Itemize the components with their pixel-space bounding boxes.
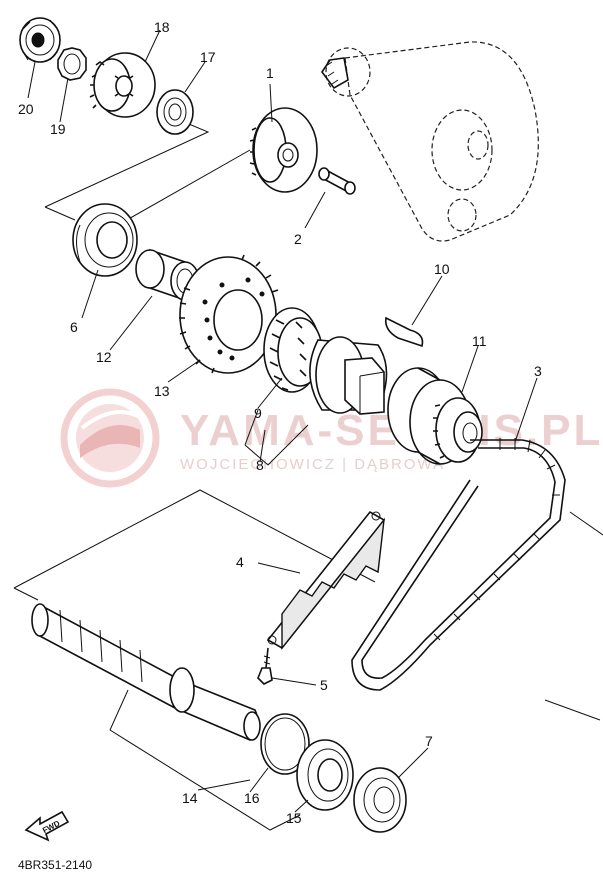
part-7-oil-seal: [353, 767, 407, 833]
label-part-16: 16: [244, 790, 260, 806]
part-3-drive-chain: [351, 438, 566, 691]
part-8-clutch-assembly: [309, 336, 388, 415]
label-part-5: 5: [320, 677, 328, 693]
part-14-main-shaft: [31, 603, 261, 741]
label-part-20: 20: [18, 101, 34, 117]
label-part-3: 3: [534, 363, 542, 379]
part-2-shaft-pin: [318, 167, 356, 195]
label-part-19: 19: [50, 121, 66, 137]
watermark-subtitle: WOJCIECHOWICZ | DĄBROWA: [180, 456, 445, 473]
part-6-bearing: [72, 203, 138, 277]
label-part-8: 8: [256, 457, 264, 473]
part-10-key: [384, 316, 424, 348]
part-13-sprocket: [179, 254, 279, 374]
label-part-1: 1: [266, 65, 274, 81]
part-5-bolt: [257, 647, 273, 685]
part-11-driven-gear: [387, 367, 483, 465]
part-16-o-ring: [260, 713, 310, 775]
watermark-logo: [60, 388, 160, 488]
label-part-4: 4: [236, 554, 244, 570]
drawing-code: 4BR351-2140: [18, 858, 92, 872]
label-part-14: 14: [182, 790, 198, 806]
starter-motor-reference: [321, 41, 539, 242]
label-part-17: 17: [200, 49, 216, 65]
label-part-12: 12: [96, 349, 112, 365]
label-part-13: 13: [154, 383, 170, 399]
label-part-15: 15: [286, 810, 302, 826]
label-part-7: 7: [425, 733, 433, 749]
forward-direction-arrow: FWD: [24, 810, 70, 842]
part-1-idler-gear: [249, 107, 318, 193]
label-part-2: 2: [294, 231, 302, 247]
label-part-10: 10: [434, 261, 450, 277]
part-19-lock-washer: [57, 47, 87, 81]
part-4-chain-guide: [266, 510, 386, 651]
callout-lines: [27, 29, 538, 813]
part-20-nut: [19, 17, 61, 63]
part-17-oil-seal: [156, 89, 194, 135]
part-number-labels: 1 2 3 4 5 6 7 8 9 10 11 12 13 14 15 16 1…: [18, 19, 542, 826]
label-part-9: 9: [254, 405, 262, 421]
part-15-bearing: [296, 739, 354, 811]
label-part-11: 11: [472, 333, 487, 349]
part-12-collar: [135, 248, 200, 302]
leader-lines: [13, 111, 603, 831]
part-18-idler-gear: [89, 52, 156, 118]
label-part-18: 18: [154, 19, 170, 35]
label-part-6: 6: [70, 319, 78, 335]
